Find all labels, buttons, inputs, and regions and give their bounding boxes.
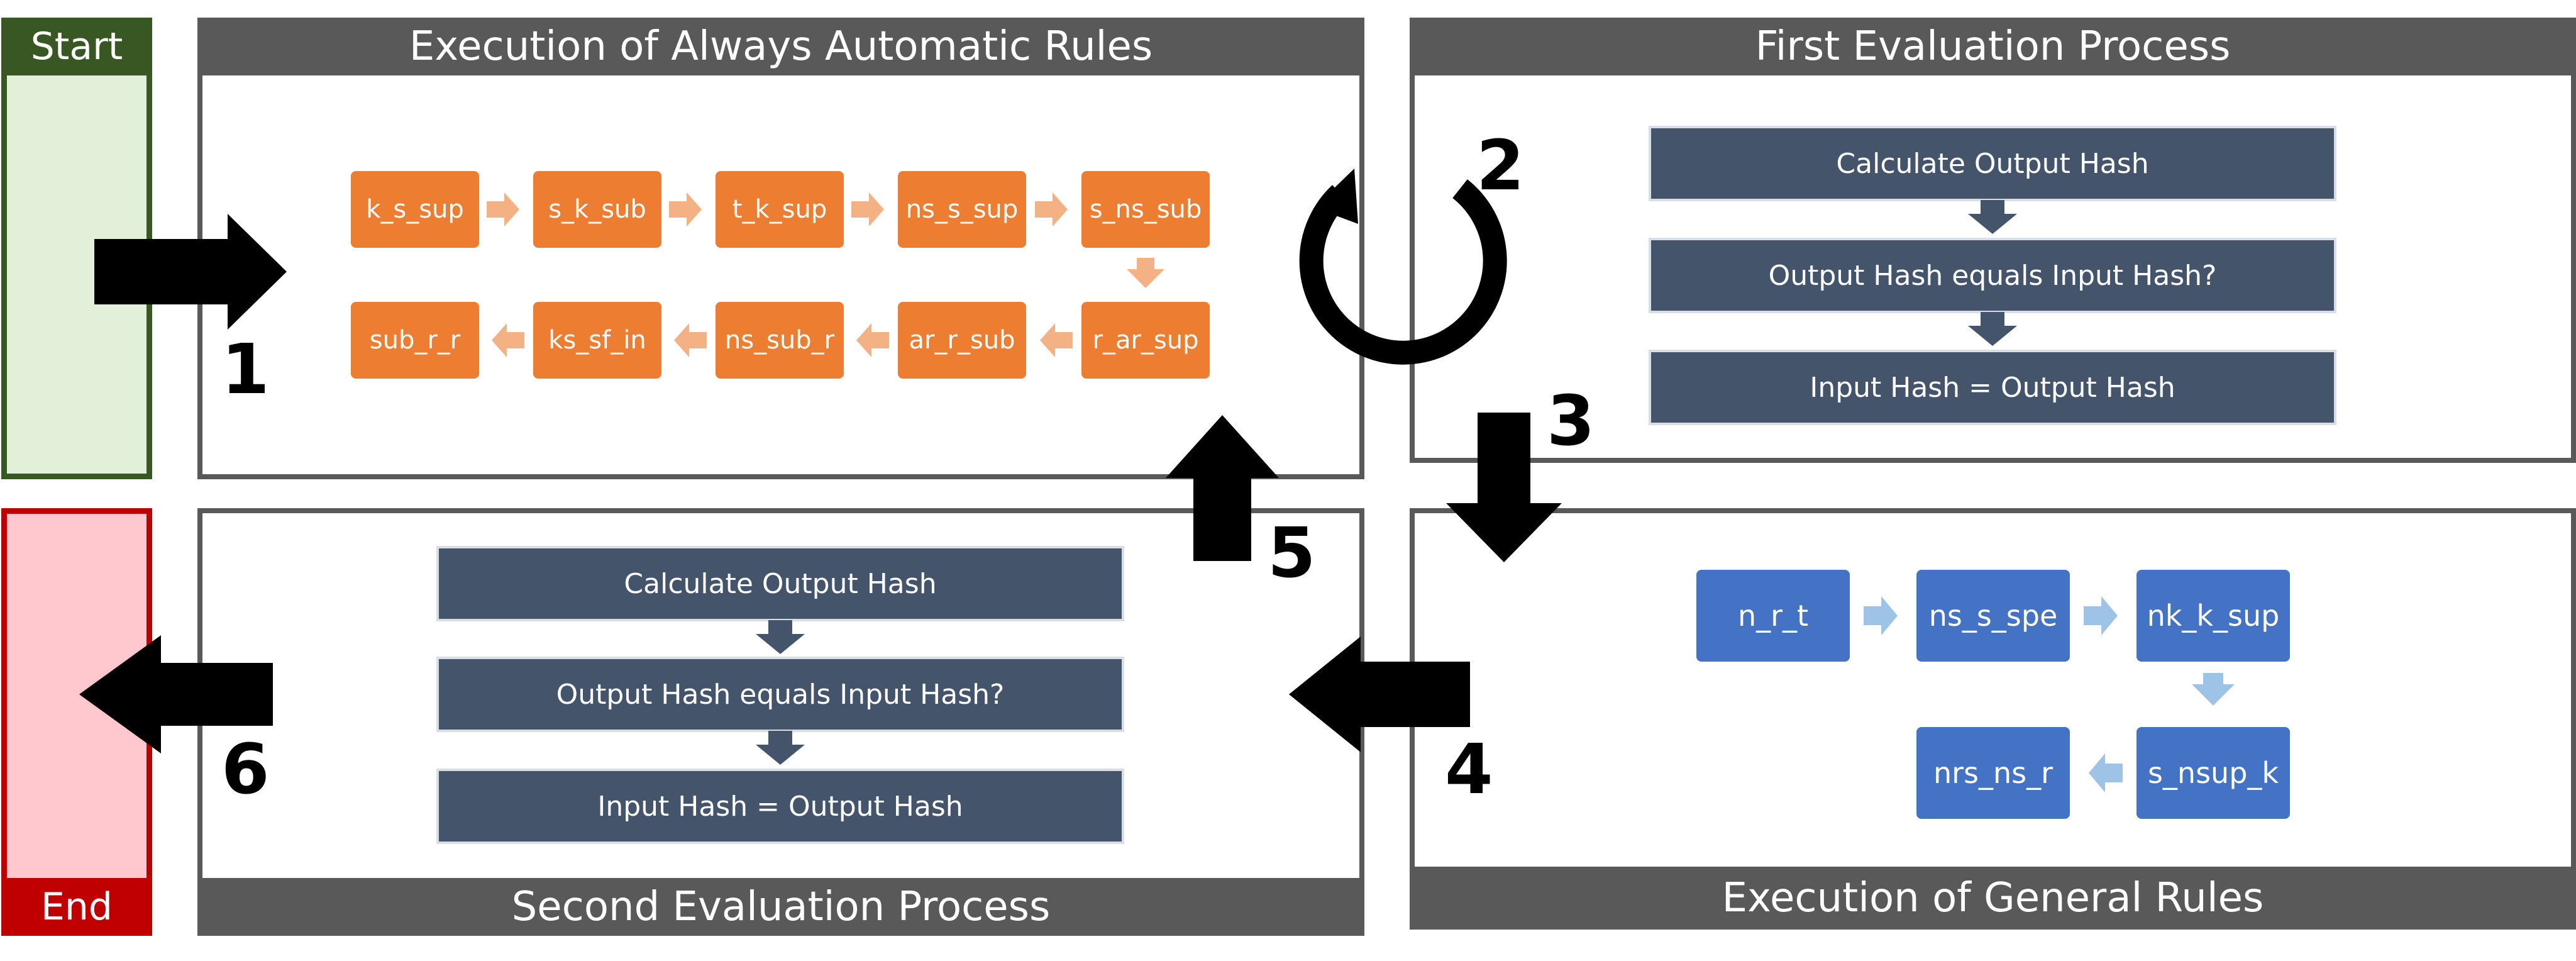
end-label: End bbox=[1, 878, 152, 936]
rule-box: s_nsup_k bbox=[2137, 727, 2290, 819]
rule-box: s_k_sub bbox=[533, 171, 661, 248]
rule-box: nrs_ns_r bbox=[1916, 727, 2070, 819]
start-panel bbox=[1, 18, 152, 479]
second-evaluation-title: Second Evaluation Process bbox=[197, 878, 1364, 936]
rule-box: sub_r_r bbox=[351, 302, 479, 379]
step-number-5: 5 bbox=[1268, 513, 1316, 593]
evaluation-step: Input Hash = Output Hash bbox=[436, 769, 1124, 844]
step-number-3: 3 bbox=[1547, 381, 1595, 461]
start-label: Start bbox=[1, 18, 152, 75]
step-number-1: 1 bbox=[221, 329, 270, 409]
step-number-2: 2 bbox=[1476, 125, 1525, 206]
always-automatic-title: Execution of Always Automatic Rules bbox=[197, 18, 1364, 75]
step-number-4: 4 bbox=[1445, 729, 1493, 809]
evaluation-step: Output Hash equals Input Hash? bbox=[436, 657, 1124, 732]
rule-box: s_ns_sub bbox=[1081, 171, 1210, 248]
end-panel bbox=[1, 508, 152, 936]
rule-box: ar_r_sub bbox=[898, 302, 1026, 379]
step-number-6: 6 bbox=[221, 729, 270, 809]
evaluation-step: Input Hash = Output Hash bbox=[1649, 350, 2336, 425]
rule-box: ns_s_sup bbox=[898, 171, 1026, 248]
rule-box: ns_s_spe bbox=[1916, 570, 2070, 662]
rule-box: k_s_sup bbox=[351, 171, 479, 248]
always-automatic-panel bbox=[197, 18, 1364, 479]
rule-box: r_ar_sup bbox=[1081, 302, 1210, 379]
rule-box: ks_sf_in bbox=[533, 302, 661, 379]
first-evaluation-title: First Evaluation Process bbox=[1410, 18, 2576, 75]
evaluation-step: Calculate Output Hash bbox=[436, 546, 1124, 621]
rule-box: n_r_t bbox=[1696, 570, 1850, 662]
rule-box: t_k_sup bbox=[716, 171, 844, 248]
rule-box: ns_sub_r bbox=[716, 302, 844, 379]
evaluation-step: Output Hash equals Input Hash? bbox=[1649, 238, 2336, 313]
rule-box: nk_k_sup bbox=[2137, 570, 2290, 662]
evaluation-step: Calculate Output Hash bbox=[1649, 126, 2336, 201]
general-rules-title: Execution of General Rules bbox=[1410, 867, 2576, 930]
